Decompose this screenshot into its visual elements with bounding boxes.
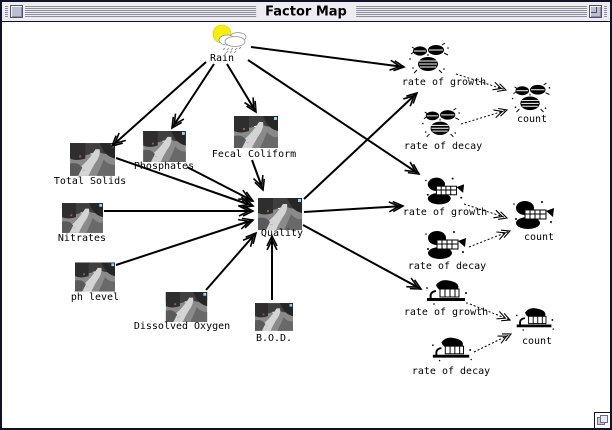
edge-rain-to-total-solids[interactable] — [110, 61, 207, 148]
zoom-button[interactable] — [589, 5, 602, 18]
resize-handle[interactable] — [594, 412, 610, 428]
node-label: ph level — [70, 292, 120, 303]
duck-icon[interactable] — [430, 335, 474, 364]
resize-icon-front — [600, 415, 608, 423]
photo-icon[interactable] — [165, 292, 208, 322]
node-label: rate of growth — [403, 307, 489, 318]
edge-rate-of-growth-2-to-count-2[interactable] — [463, 203, 509, 220]
edge-rate-of-decay-2-to-count-2[interactable] — [468, 229, 512, 248]
node-label: Quality — [260, 228, 304, 239]
photo-icon[interactable] — [70, 143, 115, 176]
photo-icon[interactable] — [143, 131, 186, 162]
photo-icon[interactable] — [62, 203, 103, 233]
edge-rain-to-phosphates[interactable] — [171, 63, 215, 130]
edge-rate-of-decay-1-to-count-1[interactable] — [460, 107, 509, 125]
close-button[interactable] — [10, 5, 23, 18]
node-label: rate of decay — [403, 141, 483, 152]
node-label: Nitrates — [57, 233, 107, 244]
insects-icon[interactable] — [408, 42, 450, 75]
node-label: B.O.D. — [255, 333, 293, 344]
insects-icon[interactable] — [421, 107, 461, 139]
edge-fecal-coliform-to-quality[interactable] — [251, 159, 266, 192]
node-label: rate of decay — [411, 366, 491, 377]
node-label: rate of growth — [401, 77, 487, 88]
edge-quality-to-rate-of-growth-2[interactable] — [303, 200, 405, 213]
node-label: Dissolved Oxygen — [133, 321, 231, 332]
title-bar[interactable]: Factor Map — [2, 2, 610, 22]
node-label: Rain — [209, 53, 235, 64]
fish-icon[interactable] — [424, 229, 468, 260]
rain-icon[interactable] — [205, 24, 251, 55]
node-label: Phosphates — [133, 161, 195, 172]
node-label: rate of growth — [402, 207, 488, 218]
edge-rain-to-rate-of-growth-2[interactable] — [247, 59, 421, 175]
node-label: count — [516, 114, 548, 125]
edge-rain-to-fecal-coliform[interactable] — [226, 63, 257, 114]
edge-rain-to-rate-of-growth-1[interactable] — [250, 46, 406, 72]
duck-icon[interactable] — [424, 278, 470, 307]
node-label: count — [521, 336, 553, 347]
photo-icon[interactable] — [258, 198, 302, 230]
fish-icon[interactable] — [424, 175, 466, 206]
zoom-icon — [591, 7, 597, 13]
edge-ph-level-to-quality[interactable] — [115, 217, 255, 266]
edge-phosphates-to-quality[interactable] — [186, 166, 255, 202]
edge-quality-to-rate-of-growth-3[interactable] — [302, 224, 423, 290]
edge-dissolved-oxygen-to-quality[interactable] — [205, 231, 258, 291]
photo-icon[interactable] — [233, 116, 279, 148]
node-label: rate of decay — [407, 261, 487, 272]
photo-icon[interactable] — [75, 262, 115, 292]
duck-icon[interactable] — [514, 305, 556, 334]
node-label: Total Solids — [53, 176, 127, 187]
node-label: count — [523, 232, 555, 243]
edge-rate-of-decay-3-to-count-3[interactable] — [473, 333, 513, 353]
edge-quality-to-rate-of-growth-1[interactable] — [303, 91, 419, 200]
edge-rate-of-growth-1-to-count-1[interactable] — [455, 73, 508, 92]
fish-icon[interactable] — [511, 199, 557, 230]
window-title: Factor Map — [256, 4, 356, 19]
insects-icon[interactable] — [509, 82, 553, 114]
edge-rate-of-growth-3-to-count-3[interactable] — [469, 303, 512, 322]
photo-icon[interactable] — [255, 302, 293, 332]
edge-total-solids-to-quality[interactable] — [115, 157, 255, 209]
node-label: Fecal Coliform — [211, 149, 297, 160]
